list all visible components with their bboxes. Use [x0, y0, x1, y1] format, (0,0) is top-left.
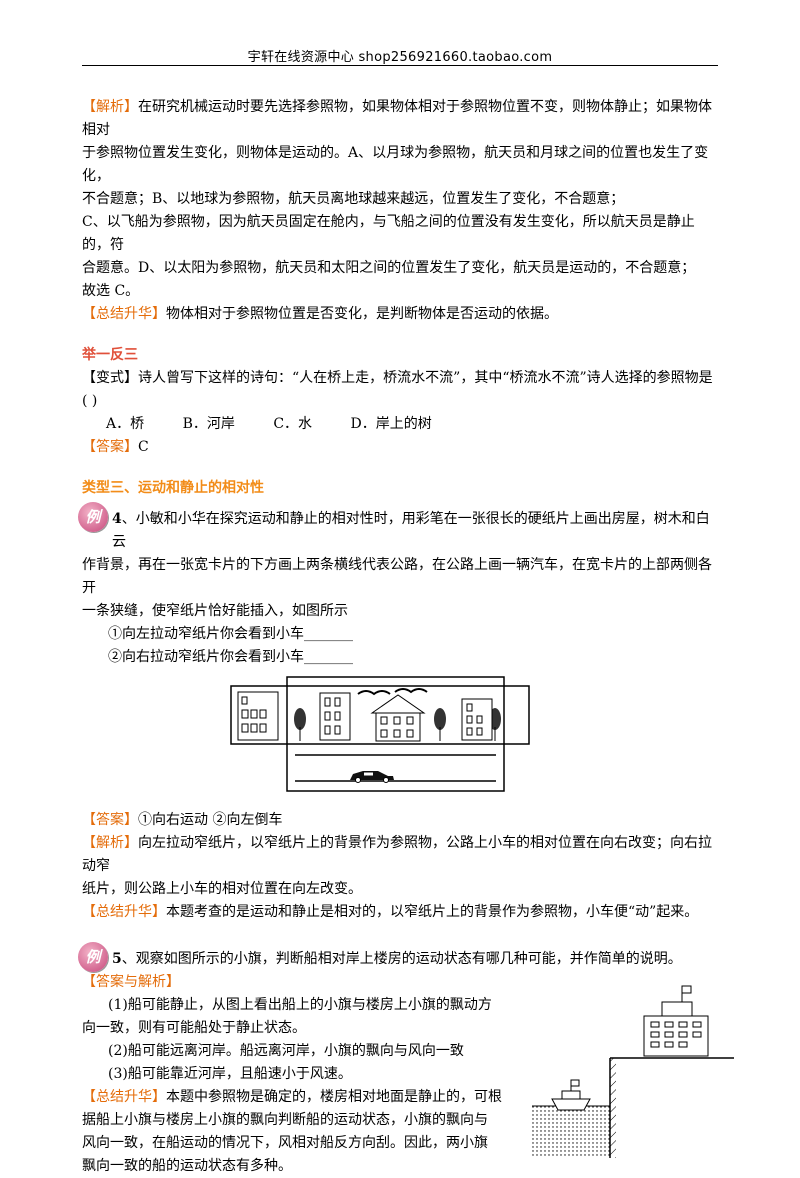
summary-tag: 【总结升华】: [82, 1089, 166, 1105]
analysis-line: 在研究机械运动时要先选择参照物，如果物体相对于参照物位置不变，则物体静止；如果物…: [82, 99, 712, 138]
section-title-type3: 类型三、运动和静止的相对性: [82, 480, 264, 496]
figure-street-scene: [230, 675, 722, 801]
summary-5: 【总结升华】本题中参照物是确定的，楼房相对地面是静止的，可根: [82, 1086, 512, 1109]
figure-boat-and-building: [532, 985, 734, 1158]
variant-answer: 【答案】C: [82, 436, 722, 459]
analysis-tag: 【解析】: [82, 99, 138, 115]
option-d: D．岸上的树: [350, 416, 432, 432]
question-line: 、观察如图所示的小旗，判断船相对岸上楼房的运动状态有哪几种可能，并作简单的说明。: [121, 951, 682, 967]
question-4: 例 4、小敏和小华在探究运动和静止的相对性时，用彩笔在一张很长的硬纸片上画出房屋…: [78, 502, 722, 554]
header-rule: [82, 65, 718, 66]
page-header: 宇轩在线资源中心 shop256921660.taobao.com: [247, 50, 553, 65]
answer-4: 【答案】①向右运动 ②向左倒车: [82, 809, 722, 832]
variant-bracket: ( ): [82, 393, 98, 409]
analysis-line: 不合题意；B、以地球为参照物，航天员离地球越来越远，位置发生了变化，不合题意；: [82, 191, 625, 207]
summary-line: 本题中参照物是确定的，楼房相对地面是静止的，可根: [166, 1089, 502, 1105]
option-a: A．桥: [106, 416, 145, 432]
street-scene-svg: [230, 676, 530, 792]
answer-value: ①向右运动 ②向左倒车: [138, 812, 283, 828]
question-sub1: ①向左拉动窄纸片你会看到小车_______: [108, 626, 353, 642]
analysis-line: C、以飞船为参照物，因为航天员固定在舱内，与飞船之间的位置没有发生变化，所以航天…: [82, 214, 695, 253]
summary-4: 【总结升华】本题考查的是运动和静止是相对的，以窄纸片上的背景作为参照物，小车便“…: [82, 901, 722, 924]
answer-analysis-tag: 【答案与解析】: [82, 974, 180, 990]
option-b: B．河岸: [182, 416, 235, 432]
question-sub2: ②向右拉动窄纸片你会看到小车_______: [108, 649, 353, 665]
summary-line: 飘向一致的船的运动状态有多种。: [82, 1158, 292, 1174]
section-title-jyfs: 举一反三: [82, 347, 138, 363]
analysis-paragraph: 【解析】在研究机械运动时要先选择参照物，如果物体相对于参照物位置不变，则物体静止…: [82, 96, 722, 142]
summary-line: 据船上小旗与楼房上小旗的飘向判断船的运动状态，小旗的飘向与: [82, 1112, 488, 1128]
document-body: 【解析】在研究机械运动时要先选择参照物，如果物体相对于参照物位置不变，则物体静止…: [78, 96, 734, 1178]
answer-tag: 【答案】: [82, 812, 138, 828]
summary-text: 物体相对于参照物位置是否变化，是判断物体是否运动的依据。: [166, 306, 558, 322]
question-line: 、小敏和小华在探究运动和静止的相对性时，用彩笔在一张很长的硬纸片上画出房屋，树木…: [112, 511, 710, 550]
summary-tag: 【总结升华】: [82, 904, 166, 920]
question-number: 5: [112, 951, 122, 967]
answer-line: (1)船可能静止，从图上看出船上的小旗与楼房上小旗的飘动方: [108, 997, 492, 1013]
summary-tag: 【总结升华】: [82, 306, 166, 322]
answer-line: (2)船可能远离河岸。船远离河岸，小旗的飘向与风向一致: [108, 1043, 464, 1059]
answer-line: 向一致，则有可能船处于静止状态。: [82, 1020, 306, 1036]
question-line: 作背景，再在一张宽卡片的下方画上两条横线代表公路，在公路上画一辆汽车，在宽卡片的…: [82, 557, 712, 596]
q5-body: (1)船可能静止，从图上看出船上的小旗与楼房上小旗的飘动方 向一致，则有可能船处…: [82, 985, 734, 1178]
example-badge-icon: 例: [78, 942, 108, 972]
variant-options: A．桥 B．河岸 C．水 D．岸上的树: [82, 413, 722, 436]
analysis-tag: 【解析】: [82, 835, 138, 851]
example-badge-icon: 例: [78, 502, 108, 532]
question-number: 4: [112, 511, 122, 527]
answer-tag: 【答案】: [82, 439, 138, 455]
analysis-line: 合题意。D、以太阳为参照物，航天员和太阳之间的位置发生了变化，航天员是运动的，不…: [82, 260, 696, 276]
summary-paragraph: 【总结升华】物体相对于参照物位置是否变化，是判断物体是否运动的依据。: [82, 303, 722, 326]
option-c: C．水: [273, 416, 313, 432]
question-line: 一条狭缝，使窄纸片恰好能插入，如图所示: [82, 603, 348, 619]
variant-question: 【变式】诗人曾写下这样的诗句：“人在桥上走，桥流水不流”，其中“桥流水不流”诗人…: [82, 367, 722, 390]
answer-value: C: [138, 439, 149, 455]
analysis-line: 故选 C。: [82, 283, 140, 299]
analysis-4: 【解析】向左拉动窄纸片，以窄纸片上的背景作为参照物，公路上小车的相对位置在向右改…: [82, 832, 722, 878]
analysis-line: 纸片，则公路上小车的相对位置在向左改变。: [82, 881, 362, 897]
variant-text: 诗人曾写下这样的诗句：“人在桥上走，桥流水不流”，其中“桥流水不流”诗人选择的参…: [138, 370, 713, 386]
analysis-line: 于参照物位置发生变化，则物体是运动的。A、以月球为参照物，航天员和月球之间的位置…: [82, 145, 709, 184]
summary-text: 本题考查的是运动和静止是相对的，以窄纸片上的背景作为参照物，小车便“动”起来。: [166, 904, 699, 920]
analysis-line: 向左拉动窄纸片，以窄纸片上的背景作为参照物，公路上小车的相对位置在向右改变；向右…: [82, 835, 712, 874]
question-5: 例 5、观察如图所示的小旗，判断船相对岸上楼房的运动状态有哪几种可能，并作简单的…: [78, 942, 722, 972]
answer-line: (3)船可能靠近河岸，且船速小于风速。: [108, 1066, 352, 1082]
variant-tag: 【变式】: [82, 370, 138, 386]
summary-line: 风向一致，在船运动的情况下，风相对船反方向刮。因此，两小旗: [82, 1135, 488, 1151]
